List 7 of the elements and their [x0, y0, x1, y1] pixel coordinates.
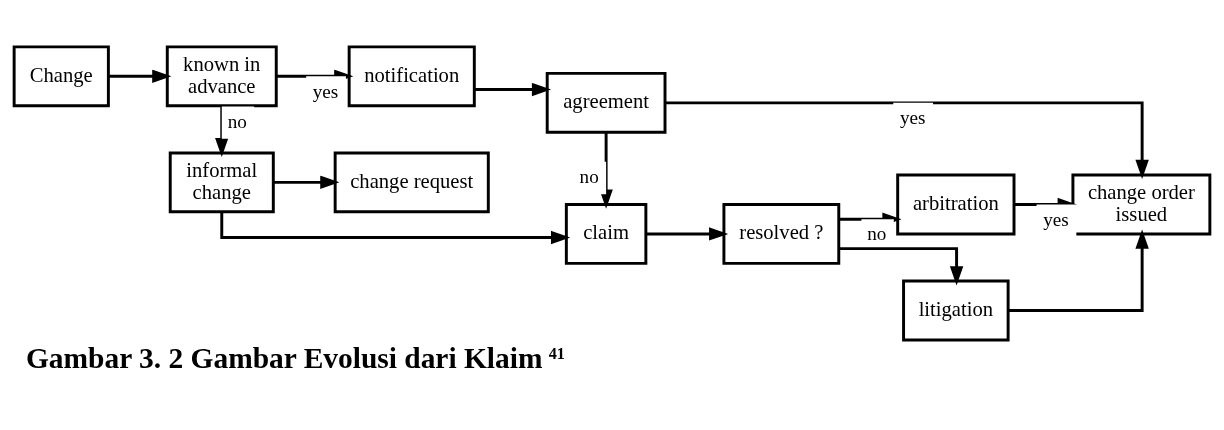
edge-label: yes — [312, 80, 339, 102]
edge-label: no — [227, 110, 247, 132]
edge-label: no — [579, 165, 599, 187]
edge-label: no — [867, 222, 887, 244]
edge-label: yes — [899, 106, 926, 128]
caption: Gambar 3. 2 Gambar Evolusi dari Klaim $^{41}$ — [25, 341, 565, 374]
edge-label: yes — [1043, 208, 1069, 230]
